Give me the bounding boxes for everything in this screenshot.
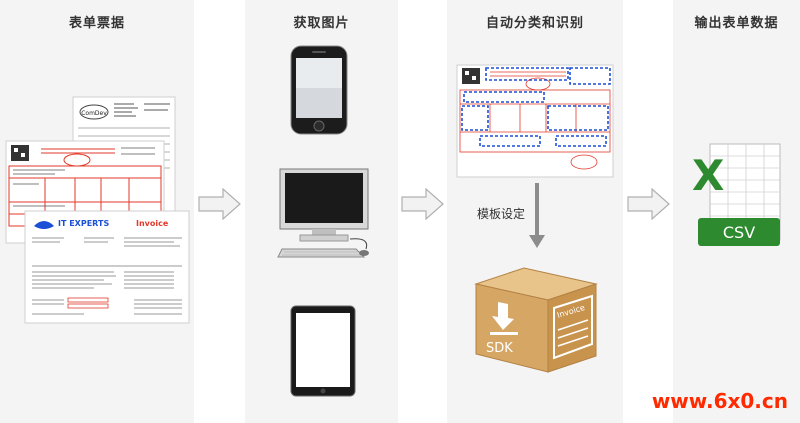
template-setting-label: 模板设定 [477,207,526,221]
excel-x-letter: X [692,151,724,200]
smartphone-icon [290,45,348,135]
panel-title-capture: 获取图片 [293,16,350,31]
csv-badge-text: CSV [723,223,755,242]
tablet-icon [290,305,356,397]
invoice-brand-text: IT EXPERTS [58,219,109,228]
invoice-title-text: Invoice [136,219,169,228]
panel-title-output: 输出表单数据 [694,16,779,31]
arrow-right-icon [401,188,444,220]
sdk-box-icon: SDK Invoice [474,267,598,373]
arrow-right-icon [627,188,670,220]
panel-title-forms: 表单票据 [68,16,125,31]
arrow-down-icon [529,183,545,248]
sdk-box-side-text: SDK [486,341,513,356]
watermark-text: www.6x0.cn [651,389,788,413]
recognized-invoice-image [456,64,614,178]
excel-csv-icon: X CSV [692,143,781,246]
panel-title-recognize: 自动分类和识别 [485,16,584,31]
card-logo-text: ComDev [81,110,107,117]
arrow-right-icon [198,188,241,220]
english-invoice-document: IT EXPERTS Invoice [24,210,190,324]
desktop-computer-icon [277,168,369,258]
